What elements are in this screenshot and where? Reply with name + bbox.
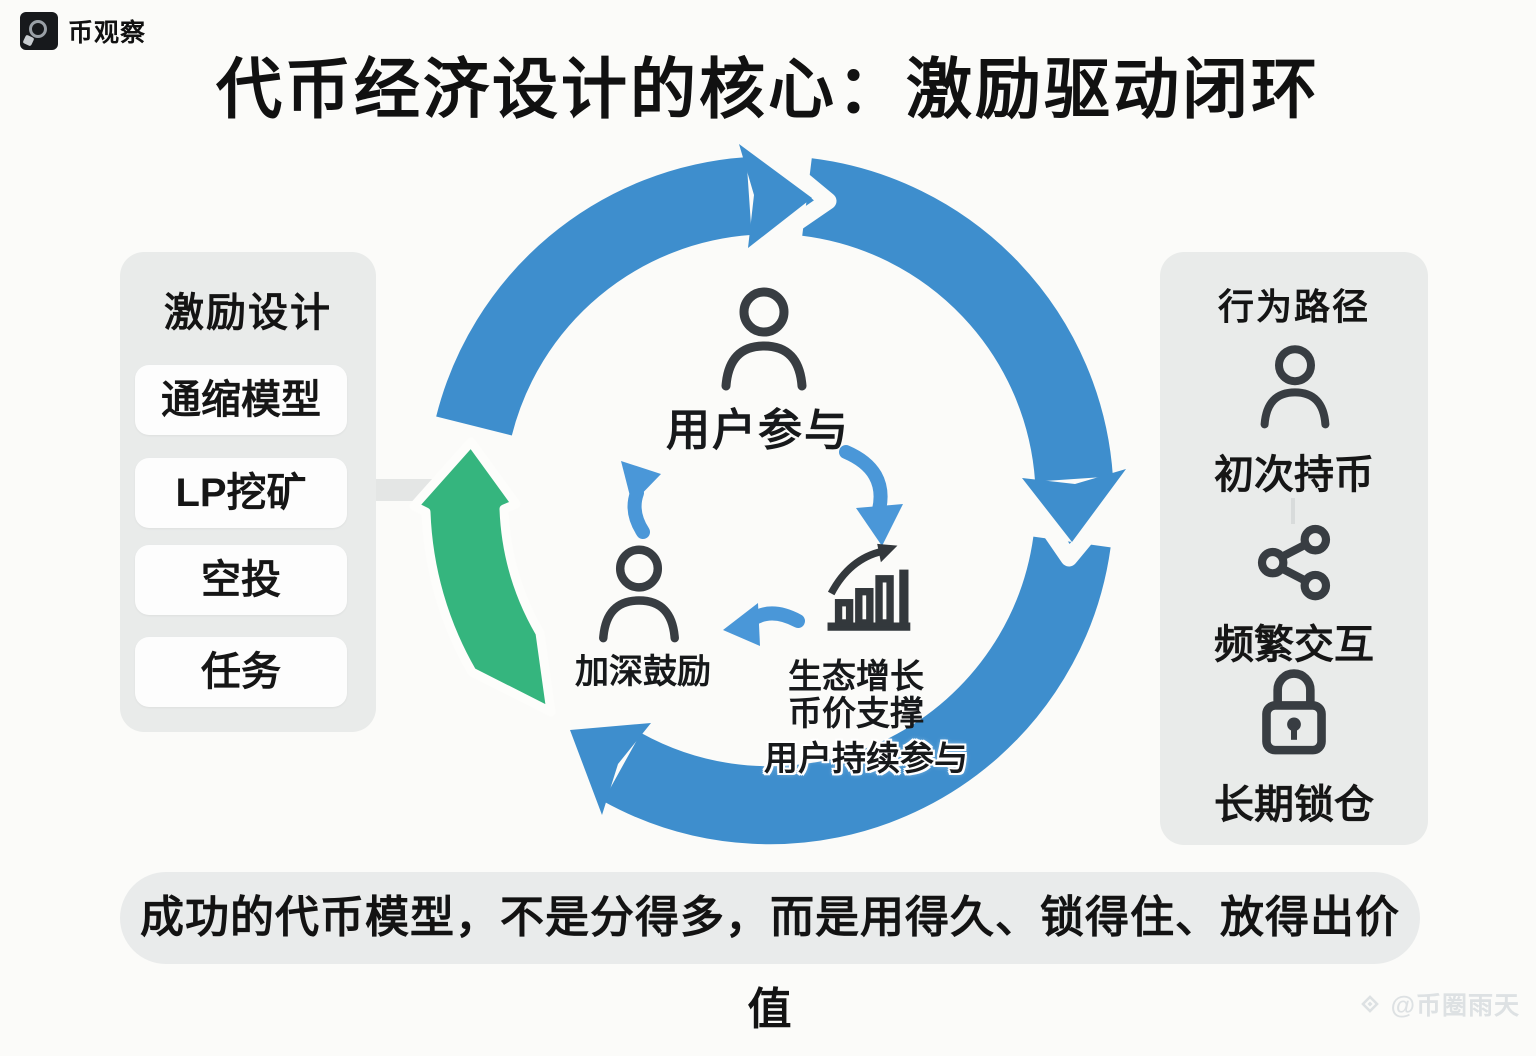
cycle-node-deepen-encouragement: 加深鼓励 [575, 653, 711, 691]
bottom-arrowhead [570, 723, 651, 815]
diamond-logo-icon [1360, 995, 1379, 1013]
page-title: 代币经济设计的核心：激励驱动闭环 [216, 52, 1320, 126]
share-icon [1257, 524, 1331, 601]
behavior-path-panel: 行为路径 初次持币 频繁交互 长期锁仓 [1160, 252, 1428, 845]
right-arrowhead [1022, 469, 1126, 542]
watermark: @币圈雨天 [1357, 986, 1520, 1022]
cycle-node-user-participation: 用户参与 [666, 406, 850, 455]
arrow-encourage-to-participate [627, 486, 650, 539]
person-icon [599, 545, 679, 643]
step-connector-line [1291, 498, 1295, 524]
behavior-panel-header: 行为路径 [1217, 286, 1370, 327]
incentive-item-tasks: 任务 [135, 637, 347, 707]
incentive-item-deflation: 通缩模型 [135, 365, 347, 435]
panel-to-cycle-connector [368, 479, 460, 501]
chart-growth-icon [827, 543, 911, 631]
cycle-label-price-support: 币价支撑 [788, 695, 924, 733]
incentive-item-lp-mining: LP挖矿 [135, 458, 347, 528]
incentive-design-panel: 激励设计 通缩模型 LP挖矿 空投 任务 [120, 252, 376, 732]
arrow-participate-to-growth [839, 445, 888, 517]
lock-icon [1262, 669, 1326, 755]
behavior-step-frequent-interaction: 频繁交互 [1214, 623, 1374, 667]
cycle-label-continued-participation: 用户持续参与 [764, 740, 968, 778]
brand-logo-icon [20, 12, 58, 50]
behavior-step-long-term-lock: 长期锁仓 [1214, 783, 1374, 827]
arrow-growth-to-encourage [746, 606, 805, 628]
brand: 币观察 [20, 12, 146, 50]
incentive-item-airdrop: 空投 [135, 545, 347, 615]
person-icon [721, 287, 807, 391]
summary-banner: 成功的代币模型，不是分得多，而是用得久、锁得住、放得出价值 [120, 872, 1420, 1034]
brand-name: 币观察 [68, 19, 147, 47]
person-icon [1260, 345, 1330, 429]
top-arrowhead [739, 144, 812, 248]
incentive-panel-header: 激励设计 [164, 291, 332, 335]
behavior-step-first-hold: 初次持币 [1214, 453, 1374, 497]
watermark-text: @币圈雨天 [1390, 992, 1520, 1020]
